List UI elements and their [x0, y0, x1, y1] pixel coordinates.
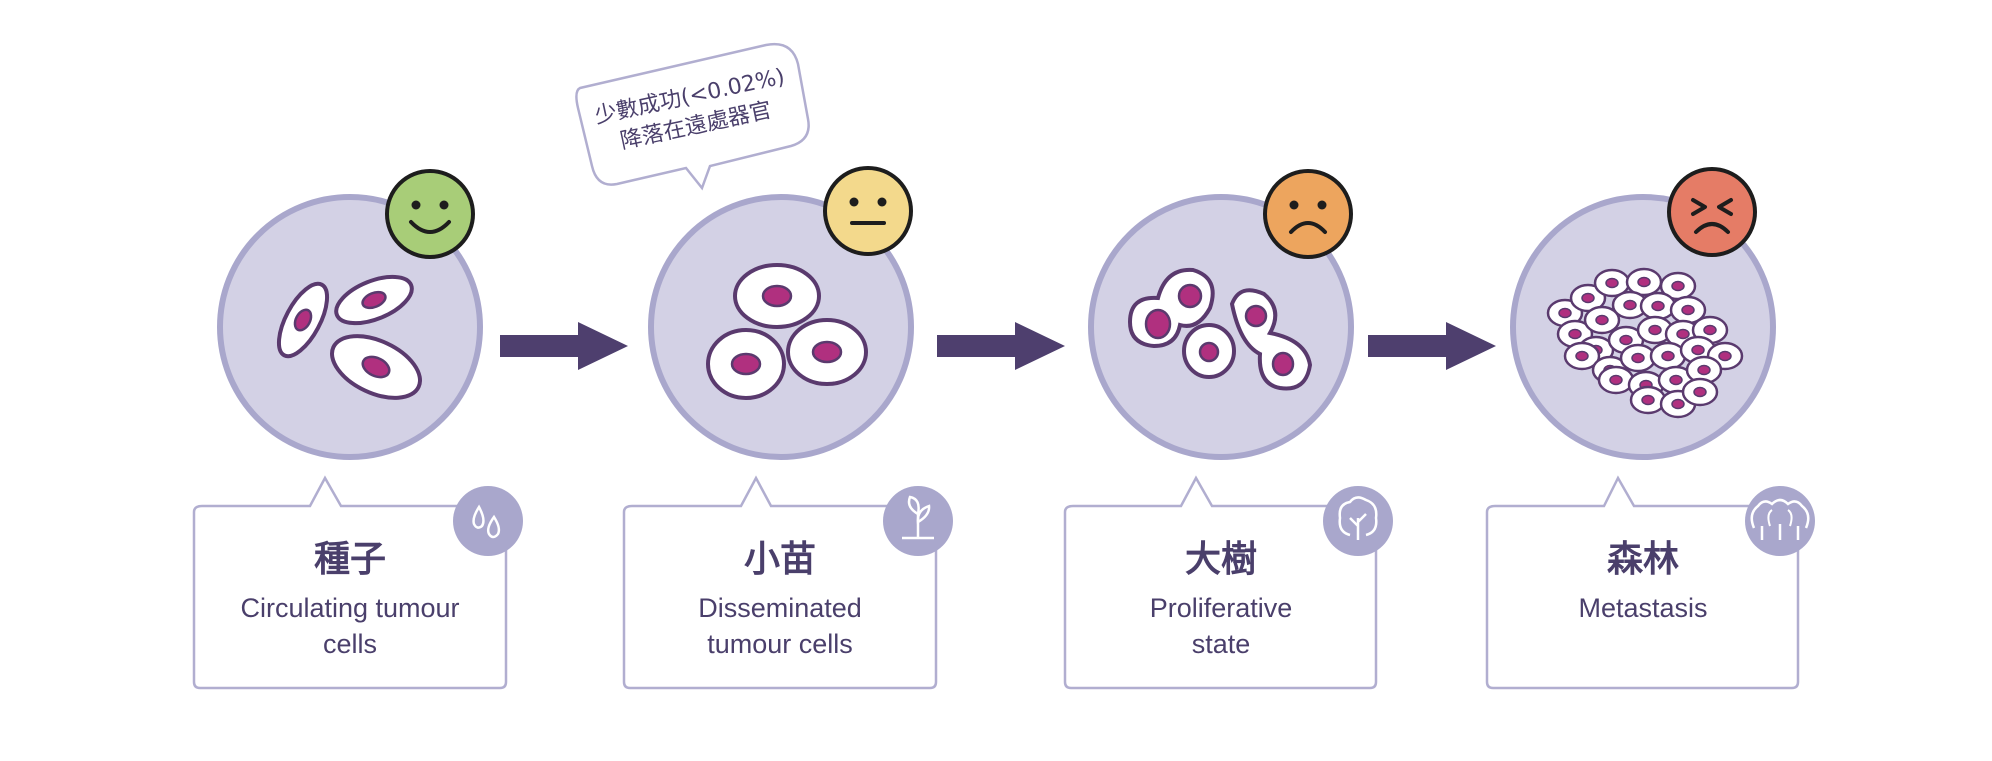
- subtitle-line: Disseminated: [698, 593, 862, 623]
- metastatic-cell: [1583, 305, 1621, 335]
- happy-face-icon: [385, 169, 475, 259]
- disseminated-cell: [733, 263, 821, 329]
- flow-arrow: [500, 322, 628, 370]
- stage-seed: [192, 169, 523, 690]
- stage-tree-subtitle: Proliferative state: [1071, 590, 1371, 662]
- subtitle-line: state: [1191, 629, 1251, 659]
- metastatic-cell: [1681, 377, 1719, 407]
- metastatic-cell: [1619, 343, 1657, 373]
- metastatic-cell: [1649, 341, 1687, 371]
- metastatic-cell: [1563, 341, 1601, 371]
- stage-forest-subtitle: Metastasis: [1493, 590, 1793, 626]
- stage-sprout-subtitle: Disseminated tumour cells: [630, 590, 930, 662]
- disseminated-cell: [786, 318, 868, 386]
- metastatic-cell: [1629, 385, 1667, 415]
- subtitle-line: tumour cells: [707, 629, 853, 659]
- circulating-cell: [276, 281, 330, 359]
- forest-icon: [1745, 486, 1815, 556]
- disseminated-cell: [706, 328, 786, 400]
- tree-icon: [1323, 486, 1393, 556]
- angry-face-icon: [1667, 167, 1757, 257]
- sad-face-icon: [1263, 169, 1353, 259]
- subtitle-line: cells: [322, 629, 377, 659]
- circulating-cell: [334, 274, 414, 326]
- subtitle-line: Metastasis: [1578, 593, 1708, 623]
- stage-tree: [1063, 169, 1393, 690]
- metastatic-cell: [1639, 291, 1677, 321]
- droplets-icon: [453, 486, 523, 556]
- metastatic-cell: [1593, 268, 1631, 298]
- callout-bubble: [575, 42, 810, 191]
- flow-arrow: [937, 322, 1065, 370]
- subtitle-line: Circulating tumour: [240, 593, 460, 623]
- sprout-icon: [883, 486, 953, 556]
- proliferating-cell: [1127, 267, 1215, 349]
- metastatic-cell: [1597, 365, 1635, 395]
- stage-sprout-title: 小苗: [743, 539, 816, 580]
- stage-tree-title: 大樹: [1184, 539, 1257, 580]
- metastatic-cell: [1685, 355, 1723, 385]
- stage-forest: [1485, 167, 1815, 690]
- metastatic-cell: [1611, 290, 1649, 320]
- neutral-face-icon: [823, 166, 913, 256]
- proliferating-cell: [1182, 323, 1236, 379]
- flow-arrow: [1368, 322, 1496, 370]
- stage-seed-title: 種子: [313, 539, 386, 580]
- stage-sprout: [575, 42, 953, 690]
- circulating-cell: [330, 334, 422, 400]
- subtitle-line: Proliferative: [1149, 593, 1293, 623]
- stage-forest-title: 森林: [1606, 539, 1679, 580]
- proliferating-cell: [1229, 288, 1313, 391]
- metastasis-cell-cluster: [1546, 267, 1744, 419]
- stage-seed-subtitle: Circulating tumour cells: [200, 590, 500, 662]
- metastatic-cell: [1636, 315, 1674, 345]
